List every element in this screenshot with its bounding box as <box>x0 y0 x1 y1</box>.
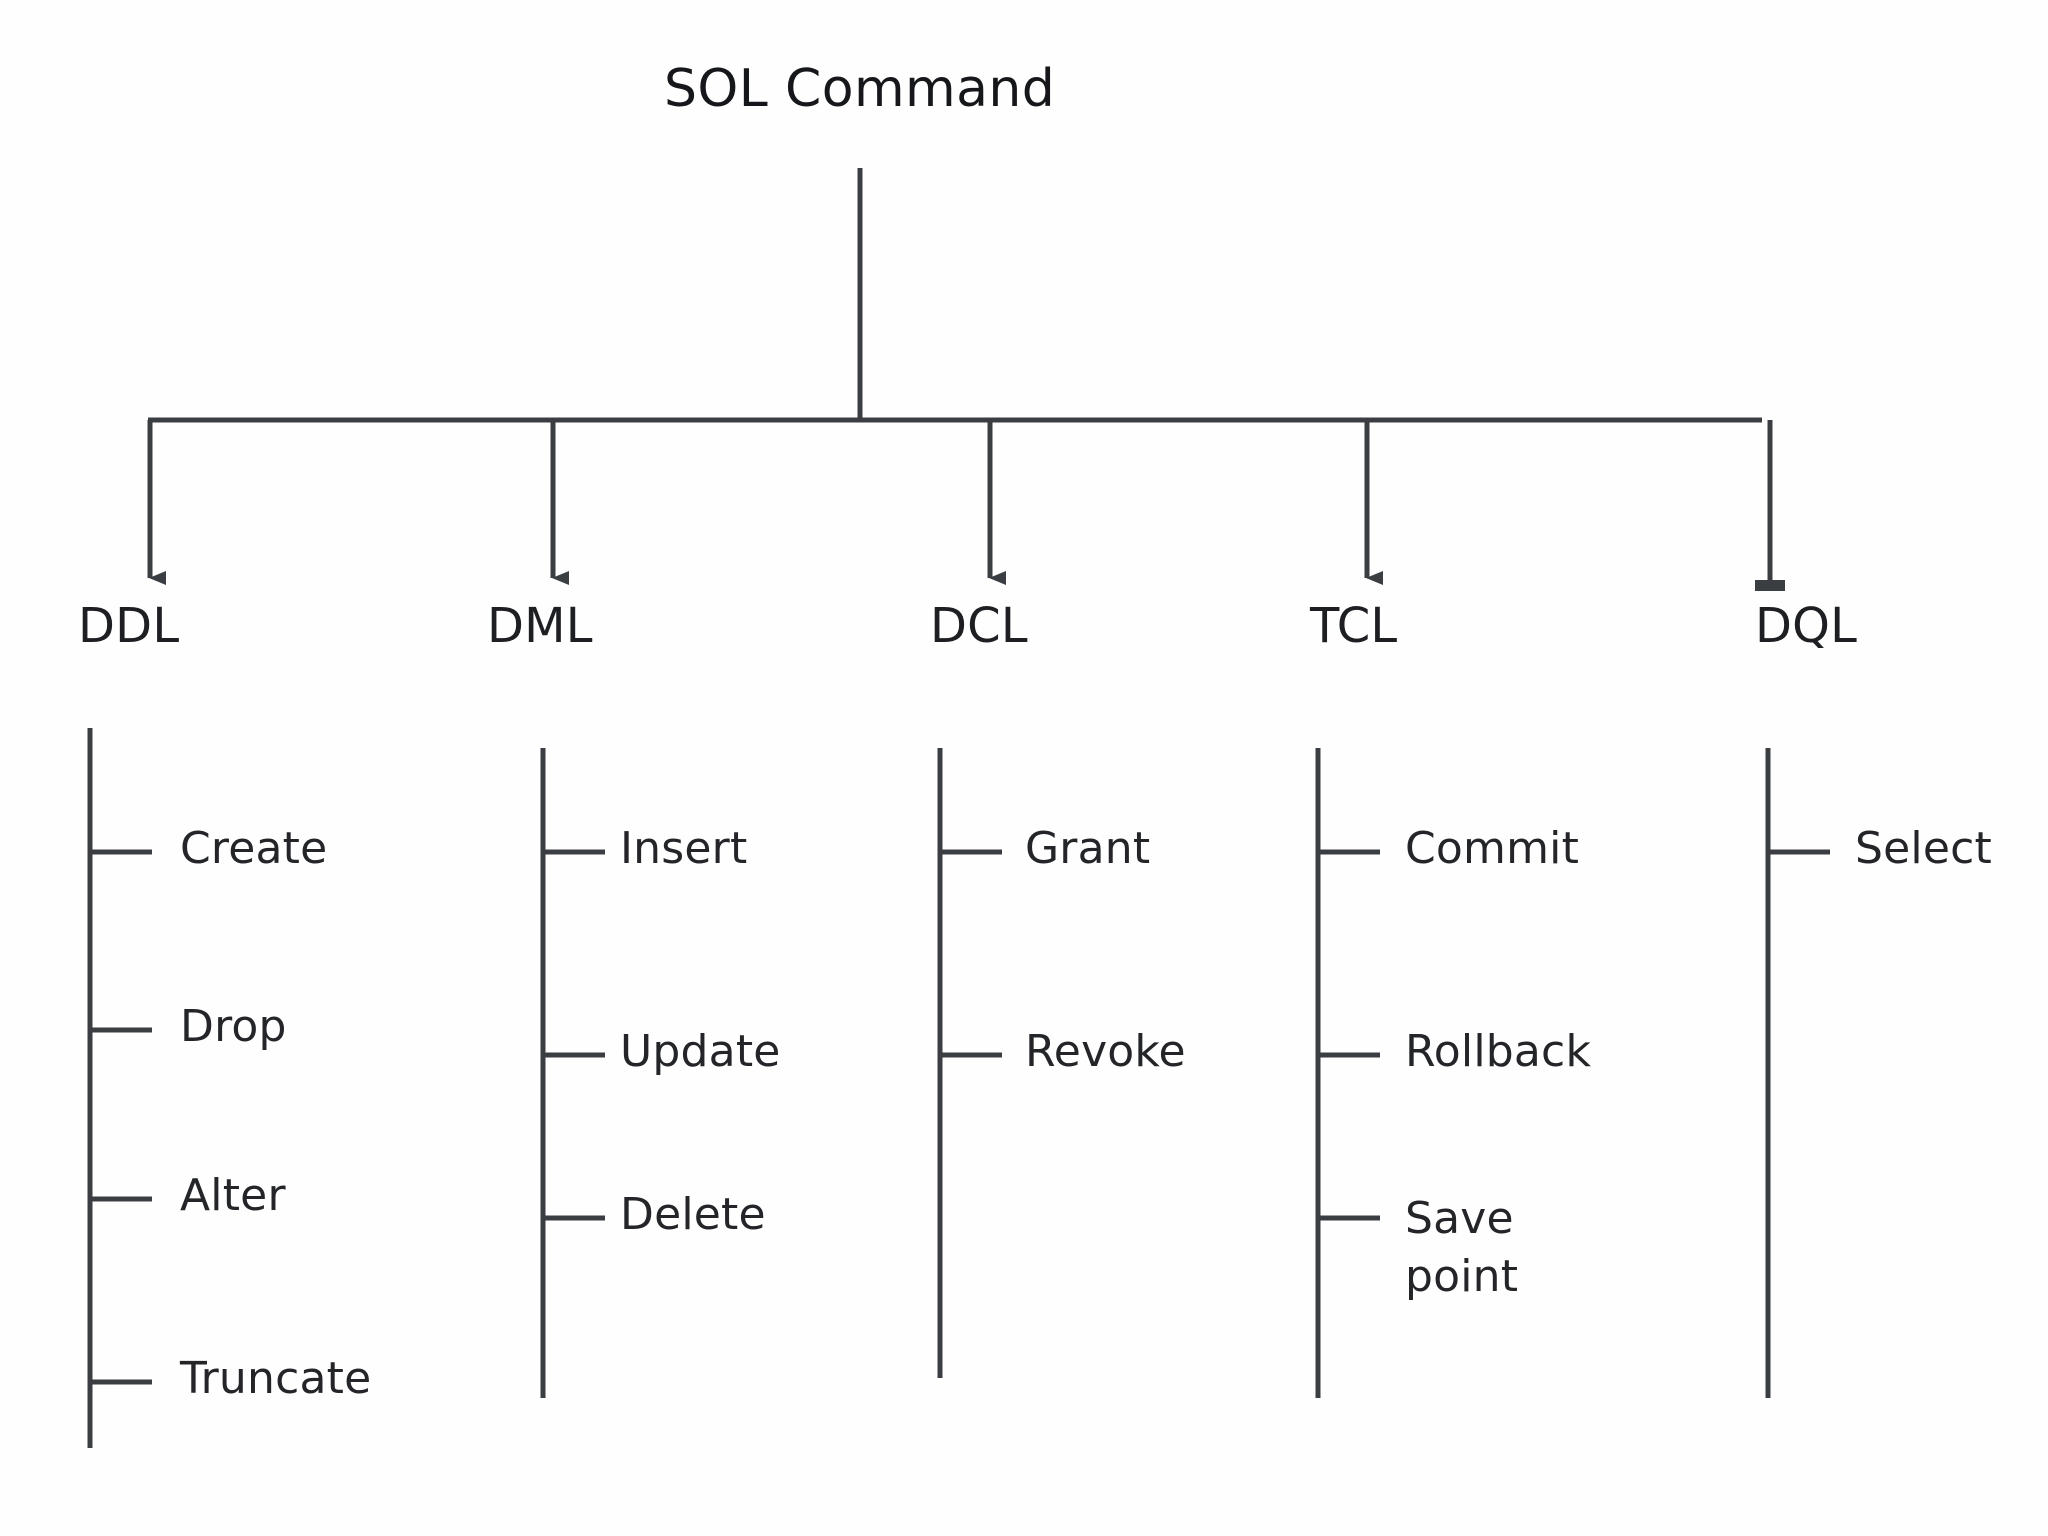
leaf-label-alter: Alter <box>180 1170 286 1221</box>
leaf-label-create: Create <box>180 823 328 874</box>
leaf-label-drop: Drop <box>180 1001 287 1052</box>
category-label-dql: DQL <box>1755 598 1858 654</box>
branch-cap-dql <box>1755 580 1785 591</box>
leaf-label-delete: Delete <box>620 1189 766 1240</box>
leaf-label-save-point: Save point <box>1405 1193 1519 1303</box>
root-node-label: SOL Command <box>664 59 1056 119</box>
leaf-label-update: Update <box>620 1026 781 1077</box>
category-label-dml: DML <box>487 598 593 654</box>
leaf-label-select: Select <box>1855 823 1992 874</box>
category-label-ddl: DDL <box>78 598 180 654</box>
category-label-dcl: DCL <box>930 598 1028 654</box>
leaf-label-truncate: Truncate <box>180 1353 372 1404</box>
category-label-tcl: TCL <box>1310 598 1398 654</box>
leaf-label-revoke: Revoke <box>1025 1026 1186 1077</box>
leaf-label-rollback: Rollback <box>1405 1026 1592 1077</box>
leaf-label-insert: Insert <box>620 823 748 874</box>
leaf-label-commit: Commit <box>1405 823 1580 874</box>
leaf-label-grant: Grant <box>1025 823 1151 874</box>
